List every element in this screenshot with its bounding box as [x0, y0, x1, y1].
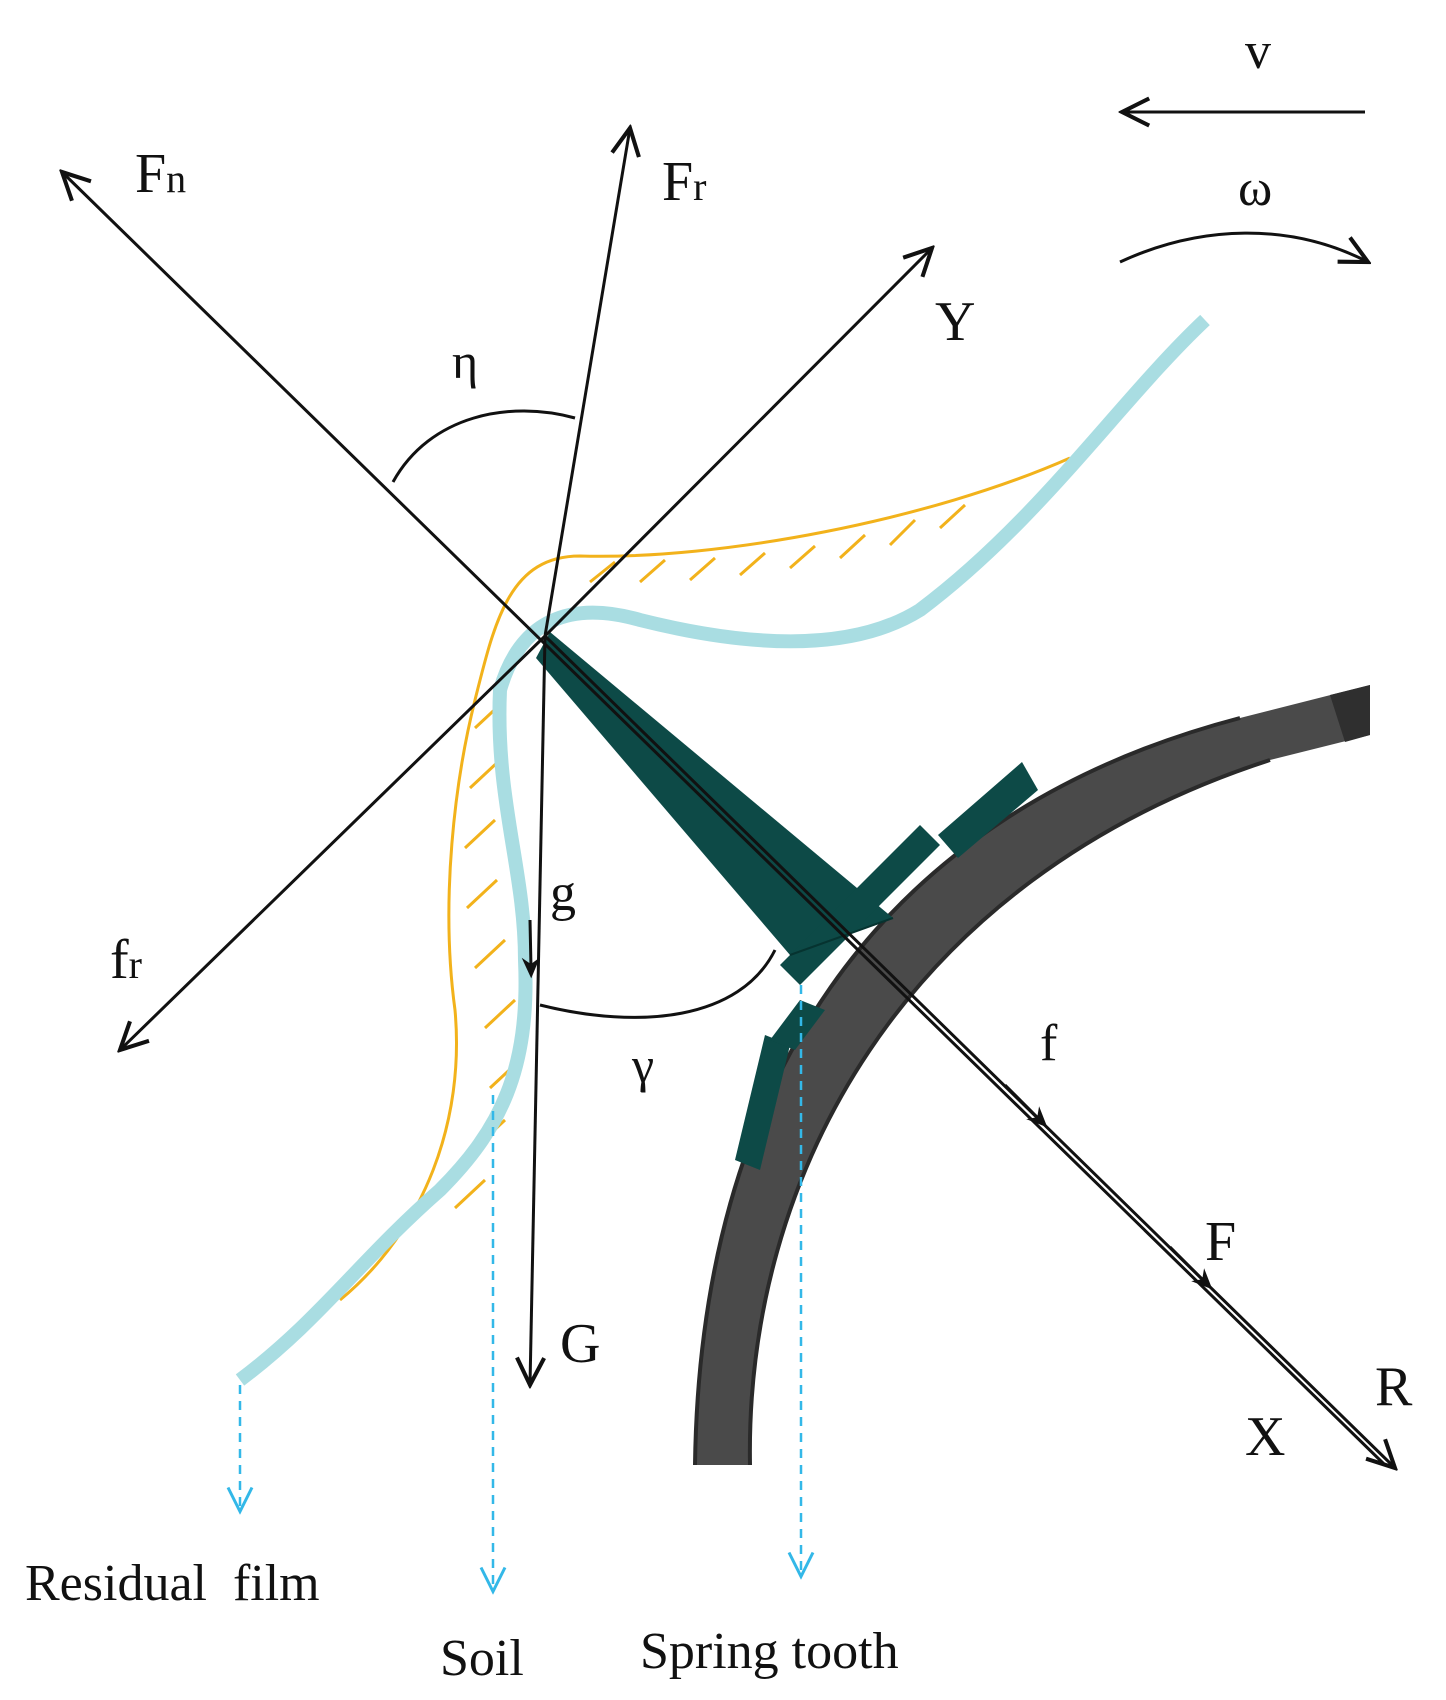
label-fn-main: F [135, 143, 166, 205]
direction-markers [521, 919, 1213, 1290]
label-fr-sub: r [693, 164, 706, 209]
residual-film [235, 314, 1210, 1386]
label-omega: ω [1238, 160, 1272, 217]
label-spring-tooth: Spring tooth [640, 1623, 899, 1680]
label-F: F [1205, 1211, 1236, 1273]
x-axis-line [543, 634, 1395, 1468]
fr-lower-vector [120, 634, 547, 1050]
label-fr-lower-main: f [110, 929, 129, 991]
force-vectors [62, 112, 1395, 1468]
label-X: X [1245, 1406, 1285, 1468]
wheel-drum [693, 685, 1370, 1466]
label-v: v [1245, 23, 1271, 80]
gamma-angle-arc [539, 949, 777, 1019]
label-G: G [560, 1313, 600, 1375]
fn-vector [62, 172, 1387, 1467]
label-f: f [1040, 1015, 1058, 1072]
label-fn: Fn [135, 143, 186, 205]
label-eta: η [452, 333, 478, 389]
label-gamma: γ [631, 1037, 654, 1093]
label-fn-sub: n [166, 156, 186, 201]
label-fr-lower-sub: r [129, 942, 142, 987]
g-gravity-vector [530, 635, 547, 1385]
label-fr: Fr [662, 151, 706, 213]
label-fr-main: F [662, 151, 693, 213]
fr-vector [543, 128, 630, 637]
label-soil: Soil [440, 1630, 524, 1687]
eta-angle-arc [391, 409, 576, 483]
label-y: Y [935, 291, 975, 353]
soil-layer [339, 456, 1071, 1302]
label-R: R [1375, 1356, 1413, 1418]
y-axis-line [543, 248, 932, 638]
label-g: g [550, 865, 576, 922]
label-fr-lower: fr [110, 929, 142, 991]
callouts [240, 985, 801, 1590]
label-residual-film: Residual film [25, 1555, 320, 1612]
omega-rotation-arrow [1119, 231, 1368, 262]
